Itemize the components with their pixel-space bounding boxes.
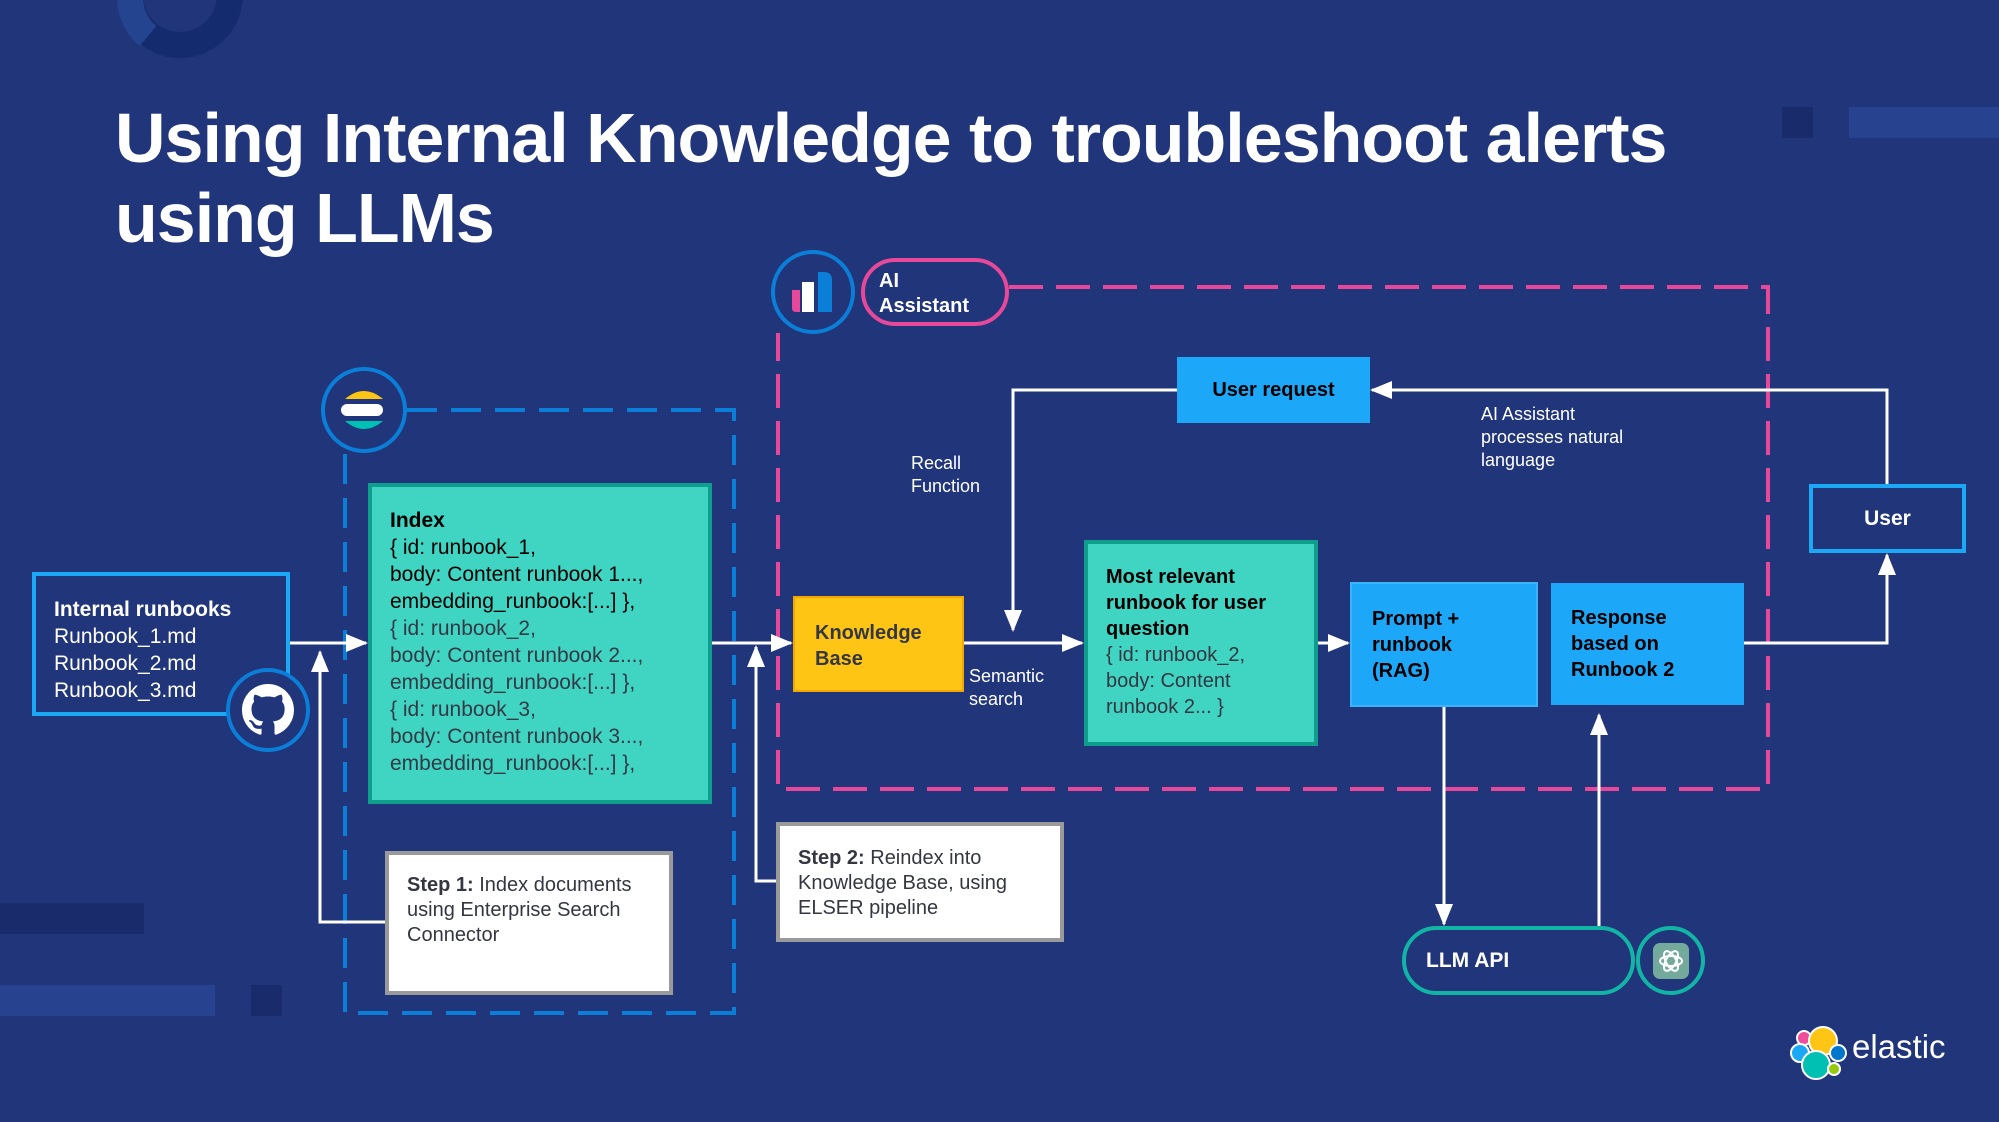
prompt-line: runbook (1372, 634, 1452, 656)
decor-ring-accent (117, 0, 157, 46)
decor-bar (1849, 107, 1999, 138)
recall-line: Function (911, 476, 981, 496)
elasticsearch-glyph (341, 391, 383, 429)
response-line: Runbook 2 (1571, 659, 1675, 681)
elasticsearch-icon (321, 367, 407, 453)
ai-assistant-label: AI Assistant (861, 258, 1009, 326)
semantic-search-label: Semantic search (969, 665, 1044, 711)
ai-assistant-glyph (792, 272, 832, 312)
index-line: body: Content runbook 3..., (390, 725, 644, 748)
index-box: Index { id: runbook_1, body: Content run… (368, 483, 712, 804)
runbooks-heading: Internal runbooks (54, 598, 232, 621)
processes-language-label: AI Assistant processes natural language (1481, 403, 1623, 472)
runbook-file: Runbook_2.md (54, 652, 197, 675)
elastic-brand-text: elastic (1852, 1028, 1946, 1065)
step-2-label: Step 2: (798, 847, 865, 869)
github-glyph (242, 684, 294, 735)
arrow-step1 (311, 650, 385, 924)
index-line: { id: runbook_1, (390, 536, 536, 559)
elastic-logo-icon (1790, 1026, 1847, 1080)
relevant-heading: Most relevant (1106, 566, 1235, 588)
relevant-line: { id: runbook_2, (1106, 644, 1245, 666)
index-line: { id: runbook_3, (390, 698, 536, 721)
decor-ring (117, 0, 243, 58)
arrow-recall-function (1004, 388, 1177, 632)
kb-line: Base (815, 648, 863, 670)
step-2-text: Reindex into Knowledge Base, using ELSER… (798, 847, 1008, 919)
runbook-file: Runbook_1.md (54, 625, 197, 648)
index-heading: Index (390, 509, 445, 532)
kb-line: Knowledge (815, 622, 922, 644)
github-icon (226, 668, 310, 752)
arrow-step2 (747, 645, 776, 883)
user-request-box: User request (1177, 357, 1370, 423)
step-1-text: Index documents using Enterprise Search … (407, 874, 632, 946)
user-box: User (1809, 484, 1966, 553)
decor-bar (0, 903, 144, 934)
most-relevant-runbook-box: Most relevant runbook for user question … (1084, 540, 1318, 746)
step-1-note: Step 1: Index documents using Enterprise… (385, 851, 673, 995)
indexing-group-border (343, 408, 736, 1015)
relevant-heading: question (1106, 618, 1190, 640)
index-line: embedding_runbook:[...] }, (390, 752, 636, 775)
ai-assistant-line-2: Assistant (879, 295, 970, 317)
user-label: User (1864, 506, 1911, 530)
response-line: Response (1571, 607, 1667, 629)
openai-glyph (1652, 942, 1689, 979)
arrow-response-to-user (1744, 553, 1896, 645)
processes-line: language (1481, 450, 1556, 470)
runbook-file: Runbook_3.md (54, 679, 197, 702)
relevant-heading: runbook for user (1106, 592, 1267, 614)
title-line-1: Using Internal Knowledge to troubleshoot… (115, 99, 1667, 177)
index-line: embedding_runbook:[...] }, (390, 590, 636, 613)
processes-line: AI Assistant (1481, 404, 1576, 424)
step-2-note: Step 2: Reindex into Knowledge Base, usi… (776, 822, 1064, 942)
openai-icon (1636, 926, 1705, 995)
index-line: { id: runbook_2, (390, 617, 536, 640)
semantic-line: Semantic (969, 666, 1045, 686)
llm-api-label: LLM API (1426, 948, 1510, 972)
internal-runbooks-box: Internal runbooks Runbook_1.md Runbook_2… (32, 572, 290, 716)
prompt-line: (RAG) (1372, 660, 1430, 682)
decor-bar (0, 985, 215, 1016)
index-line: body: Content runbook 2..., (390, 644, 644, 667)
response-line: based on (1571, 633, 1659, 655)
index-line: body: Content runbook 1..., (390, 563, 644, 586)
knowledge-base-box: Knowledge Base (793, 596, 964, 692)
decor-square (1782, 107, 1813, 138)
index-line: embedding_runbook:[...] }, (390, 671, 636, 694)
relevant-line: runbook 2... } (1106, 696, 1224, 718)
title-line-2: using LLMs (115, 179, 495, 257)
response-box: Response based on Runbook 2 (1551, 583, 1744, 705)
prompt-rag-box: Prompt + runbook (RAG) (1350, 582, 1538, 707)
relevant-line: body: Content (1106, 670, 1231, 692)
decor-square (251, 985, 282, 1016)
page-title: Using Internal Knowledge to troubleshoot… (115, 98, 1667, 258)
llm-api-box: LLM API (1402, 926, 1635, 995)
semantic-line: search (969, 689, 1024, 709)
ai-assistant-line-1: AI (879, 270, 899, 292)
arrow-user-to-request (1370, 381, 1889, 484)
ai-assistant-icon (771, 250, 855, 334)
prompt-line: Prompt + (1372, 608, 1460, 630)
user-request-label: User request (1212, 379, 1335, 401)
processes-line: processes natural (1481, 427, 1624, 447)
recall-function-label: Recall Function (911, 452, 980, 498)
recall-line: Recall (911, 453, 962, 473)
step-1-label: Step 1: (407, 874, 474, 896)
